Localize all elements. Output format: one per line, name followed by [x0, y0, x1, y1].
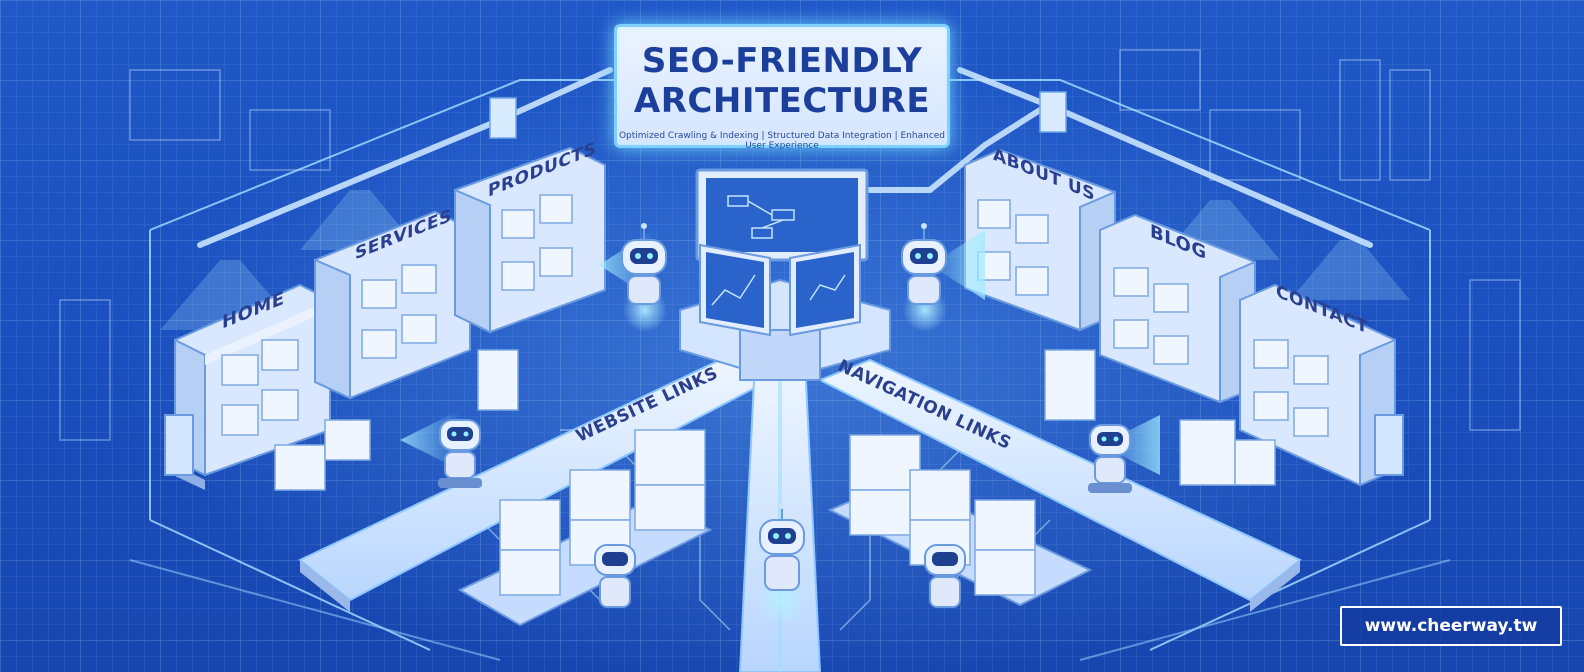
- background-machines: [59, 49, 1521, 441]
- title-panel: SEO-FRIENDLY ARCHITECTURE Optimized Craw…: [614, 24, 950, 151]
- shelf-contact: [1239, 283, 1396, 487]
- watermark-url: www.cheerway.tw: [1340, 606, 1562, 646]
- right-belt: [817, 358, 1302, 612]
- pipe-posts: [489, 91, 1067, 139]
- robot-left-middle: [438, 419, 482, 488]
- robot-left-upper: [621, 223, 667, 332]
- shelf-about: [964, 148, 1116, 332]
- title-subtitle: Optimized Crawling & Indexing | Structur…: [618, 131, 946, 151]
- robot-right-middle: [1088, 424, 1132, 493]
- computer-station: [679, 168, 891, 382]
- robot-lower-left: [594, 544, 636, 608]
- shelf-services: [314, 210, 471, 400]
- robot-right-upper: [901, 223, 947, 332]
- robot-center: [756, 503, 808, 626]
- robot-lower-right: [924, 544, 966, 608]
- title-line-2: ARCHITECTURE: [633, 81, 931, 121]
- shelf-products: [454, 146, 606, 334]
- kiosk-terminals: [164, 414, 1404, 476]
- title-line-1: SEO-FRIENDLY: [641, 41, 923, 81]
